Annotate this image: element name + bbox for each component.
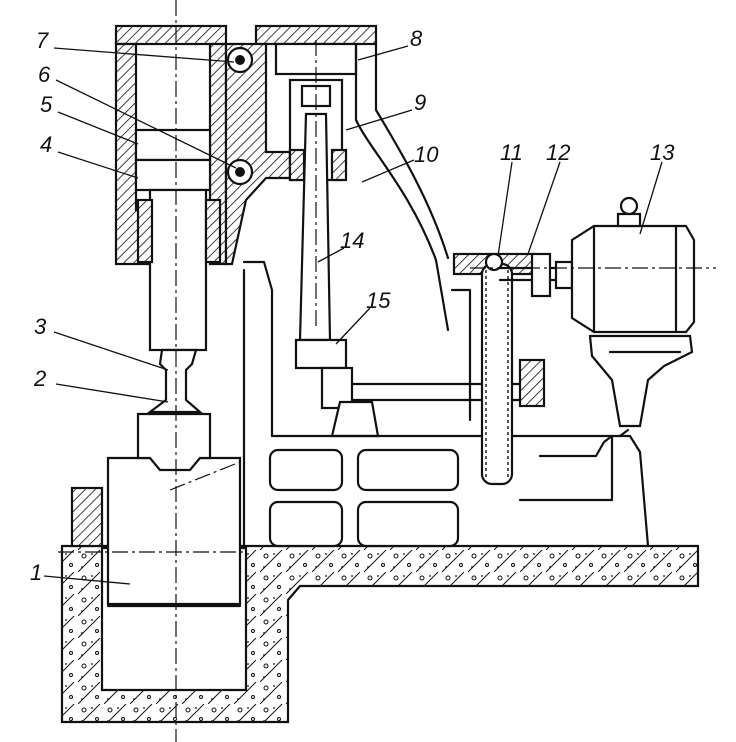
label-11: 11 <box>500 140 523 165</box>
label-15: 15 <box>366 288 391 313</box>
gear <box>450 252 546 486</box>
label-9: 9 <box>414 90 426 115</box>
label-13: 13 <box>650 140 675 165</box>
label-14: 14 <box>340 228 364 253</box>
label-3: 3 <box>34 314 47 339</box>
label-1: 1 <box>30 560 42 585</box>
anvil <box>106 412 242 606</box>
label-10: 10 <box>414 142 439 167</box>
compressor-cylinder <box>224 24 450 332</box>
center-lines <box>58 0 716 742</box>
label-8: 8 <box>410 26 423 51</box>
label-12: 12 <box>546 140 570 165</box>
part-labels: 7 6 5 4 8 9 10 11 12 13 14 15 3 2 1 <box>30 26 675 585</box>
motor <box>498 196 696 428</box>
leader-lines <box>43 45 663 585</box>
label-7: 7 <box>36 28 49 53</box>
label-6: 6 <box>38 62 51 87</box>
working-cylinder <box>114 24 228 414</box>
label-4: 4 <box>40 132 52 157</box>
frame-bed <box>242 260 650 548</box>
label-5: 5 <box>40 92 53 117</box>
label-2: 2 <box>33 366 46 391</box>
